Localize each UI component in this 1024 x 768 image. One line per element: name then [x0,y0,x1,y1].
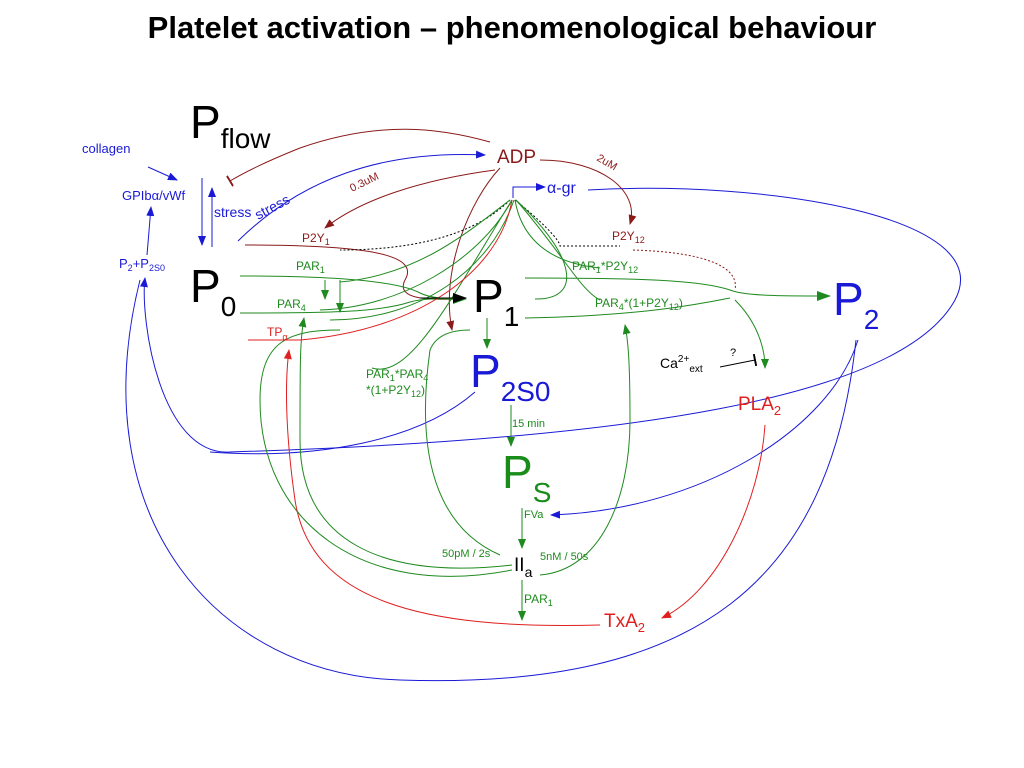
edge-par4-to-p1 [239,298,463,314]
state-p2s0: P2S0 [470,345,551,407]
edge-pla2-to-txa2 [661,424,766,619]
edge-alpha-gr-big-loop [139,187,962,453]
label-fva: FVa [524,509,544,521]
node-p2-p2s0: P2+P2S0 [119,256,165,273]
edge-alpha-to-p2y12 [514,199,620,247]
edge-alpha-to-tp [329,199,515,321]
state-p1: P1 [473,270,519,332]
svg-text:P1: P1 [473,270,519,332]
edge-adp-to-p2y12 [539,159,637,225]
edge-p1-to-p2 [524,277,831,301]
label-par1-par4-expr-line2: *(1+P2Y12) [366,383,425,399]
edge-alpha-to-par1 [339,199,511,283]
edge-collagen-to-gpib [147,166,178,181]
node-iia: IIa [514,555,533,580]
edge-alpha-to-par4 [319,199,513,311]
label-par4-expr: PAR4*(1+P2Y12) [595,296,683,312]
edge-p0-stress-to-adp [237,150,486,242]
label-par1-bottom: PAR1 [524,592,553,608]
edge-p1-par4-to-p2 [524,297,731,319]
edge-p2y12-dotted [632,249,736,291]
node-question: ? [730,347,736,359]
state-ps: PS [502,446,551,508]
slide-title: Platelet activation – phenomenological b… [147,10,877,45]
label-par4: PAR4 [277,297,306,313]
svg-text:P2: P2 [833,273,879,335]
edge-p2-big-loop [125,279,857,682]
label-5nm: 5nM / 50s [540,551,589,563]
edge-txa2-to-tp [283,349,601,626]
node-pla2: PLA2 [738,394,781,418]
label-par1: PAR1 [296,259,325,275]
state-p0: P0 [190,260,236,322]
label-stress-2: stress [252,191,292,223]
edge-alpha-to-par4expr [515,199,601,301]
edge-alpha-to-tp-red [248,199,513,341]
edge-alpha-to-p1-green [515,199,568,300]
edge-ca-inhibit-pla2 [719,353,758,368]
svg-text:P2S0: P2S0 [470,345,551,407]
edge-p2y1-to-p1 [244,244,461,300]
edge-p2-to-ps [550,339,859,519]
label-p2y1: P2Y1 [302,231,330,247]
edge-adp-to-p2y1 [324,169,496,229]
edge-p2p2s0-to-gpib [146,206,155,256]
label-15-min: 15 min [512,418,545,430]
node-alpha-gr: α-gr [547,180,576,197]
label-conc-2: 2uM [595,152,620,173]
edge-iia-loop-left [298,317,513,569]
state-pflow: Pflow [190,96,271,154]
edge-p0-inhibit-pflow [226,128,491,187]
edge-alpha-to-p2y1 [339,199,511,251]
label-par1-par4-expr-line1: PAR1*PAR4 [366,367,428,383]
edge-iia-loop-left2 [259,329,513,577]
node-txa2: TxA2 [604,611,645,635]
black-dotted-edges [339,199,620,251]
edge-alpha-to-par1p2y12 [514,199,601,269]
node-collagen: collagen [82,141,130,156]
red-edges [248,199,766,626]
blue-edges [125,150,962,682]
label-stress-1: stress [214,204,251,220]
node-ca-ext: Ca2+ext [660,354,703,375]
edge-alpha-to-par1par4 [371,199,513,370]
label-50pm: 50pM / 2s [442,548,491,560]
label-p2y12: P2Y12 [612,229,645,245]
dark-red-edges [226,128,736,331]
label-tp-alpha: TPα [267,325,288,342]
edge-iia-to-p1-par [425,329,501,556]
edge-p2s0-to-p2p2s0 [209,391,476,455]
edge-adp-to-alpha-gr [512,183,546,198]
label-conc-03: 0.3uM [348,171,381,195]
green-edges [239,199,831,621]
node-gpib-vwf: GPIbα/vWf [122,188,186,203]
svg-text:PS: PS [502,446,551,508]
edge-iia-to-p2-par [539,324,631,576]
edge-pla2-green [734,299,769,369]
svg-text:Pflow: Pflow [190,96,271,154]
black-edges [420,293,758,368]
state-p2: P2 [833,273,879,335]
node-adp: ADP [497,147,536,168]
svg-text:P0: P0 [190,260,236,322]
label-par1-p2y12: PAR1*P2Y12 [572,259,638,275]
edge-adp-to-p1-red [446,167,501,331]
